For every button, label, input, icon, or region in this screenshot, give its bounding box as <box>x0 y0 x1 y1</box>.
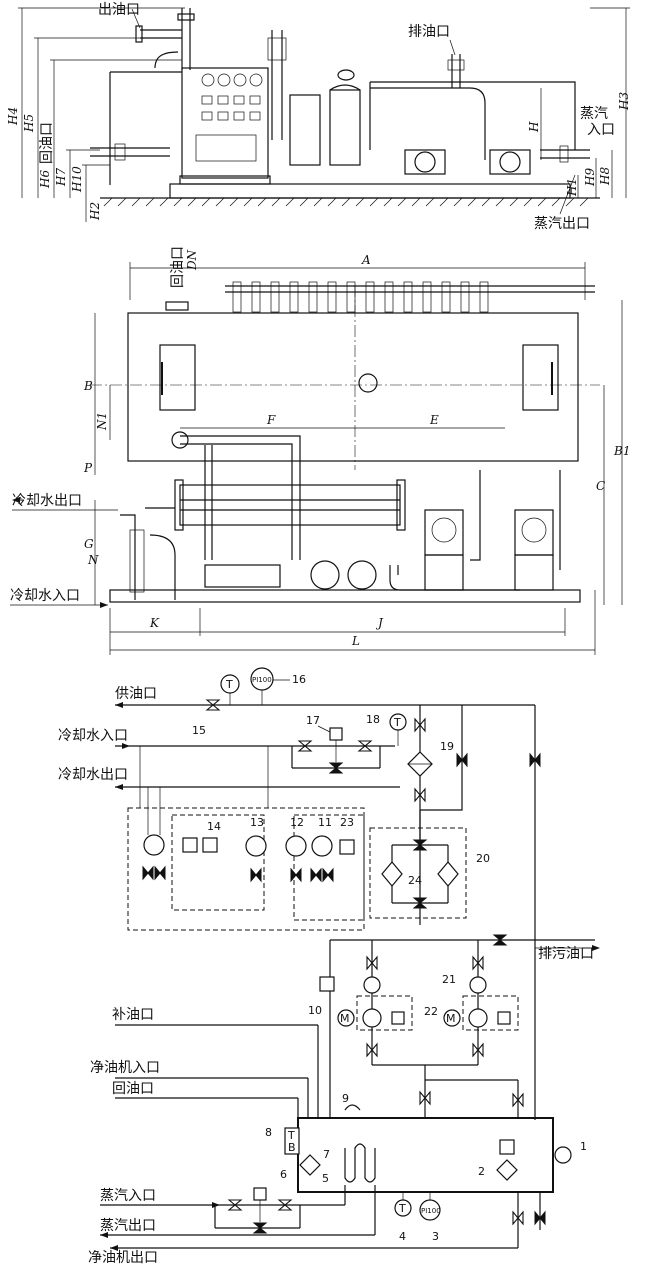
cooling-water-in-label: 冷却水入口 <box>10 588 80 604</box>
supply-oil-label: 供油口 <box>115 686 157 702</box>
tb-t: T <box>287 1129 295 1142</box>
return-oil-sch-label: 回油口 <box>112 1081 154 1097</box>
dim-h9: H9 <box>583 168 597 187</box>
callout-23: 23 <box>340 816 354 829</box>
pi-gauge-supply: PI100 <box>252 676 272 684</box>
steam-out-label: 蒸汽出口 <box>534 216 590 232</box>
dim-n: N <box>87 553 99 567</box>
callout-3: 3 <box>432 1230 439 1243</box>
t-gauge-cooler: T <box>393 716 401 729</box>
callout-4: 4 <box>399 1230 406 1243</box>
dim-e: E <box>429 413 439 427</box>
drain-oil-label: 排油口 <box>408 24 450 40</box>
callout-19: 19 <box>440 740 454 753</box>
dim-b: B <box>83 379 93 393</box>
cooling-water-out-label: 冷却水出口 <box>12 493 82 509</box>
dim-k: K <box>149 616 160 630</box>
callout-18: 18 <box>366 713 380 726</box>
motor-1-label: M <box>340 1012 350 1025</box>
dim-h6: H6 <box>38 170 52 189</box>
callout-22: 22 <box>424 1005 438 1018</box>
callout-14: 14 <box>207 820 221 833</box>
callout-8: 8 <box>265 1126 272 1139</box>
callout-6: 6 <box>280 1168 287 1181</box>
dim-f: F <box>266 413 276 427</box>
steam-out-sch-label: 蒸汽出口 <box>100 1218 156 1234</box>
dim-h4: H4 <box>6 107 20 126</box>
motor-2-label: M <box>446 1012 456 1025</box>
return-oil-elev-label: 回油口 <box>39 122 55 164</box>
callout-12: 12 <box>290 816 304 829</box>
purifier-inlet-label: 净油机入口 <box>90 1060 160 1076</box>
dim-h10: H10 <box>70 166 84 193</box>
callout-5: 5 <box>322 1172 329 1185</box>
plan-view: 回油口 DN 冷却水出口 冷却水入口 A F <box>10 246 630 655</box>
callout-20: 20 <box>476 852 490 865</box>
dim-h: H <box>527 121 541 133</box>
return-oil-dn-label-2: DN <box>185 249 199 271</box>
callout-16: 16 <box>292 673 306 686</box>
callout-21: 21 <box>442 973 456 986</box>
tb-b: B <box>288 1141 296 1154</box>
dim-h3: H3 <box>617 92 631 111</box>
piping-schematic: 供油口 T PI100 15 16 冷却水入口 冷却水出口 17 T 18 <box>58 667 600 1266</box>
callout-9: 9 <box>342 1092 349 1105</box>
dim-h5: H5 <box>22 114 36 133</box>
callout-7: 7 <box>323 1148 330 1161</box>
return-oil-dn-label-1: 回油口 <box>170 246 186 288</box>
dim-a: A <box>361 253 371 267</box>
purifier-outlet-label: 净油机出口 <box>88 1250 158 1266</box>
dim-g: G <box>84 537 94 551</box>
steam-in-label-2: 入口 <box>587 122 615 138</box>
sch-cooling-water-out-label: 冷却水出口 <box>58 767 128 783</box>
dim-c: C <box>596 479 605 493</box>
dim-j: J <box>375 616 384 630</box>
callout-17: 17 <box>306 714 320 727</box>
callout-2: 2 <box>478 1165 485 1178</box>
dim-b1: B1 <box>613 444 630 458</box>
sch-cooling-water-in-label: 冷却水入口 <box>58 728 128 744</box>
drain-sludge-oil-label: 排污油口 <box>538 946 594 962</box>
t-gauge-tank: T <box>398 1202 406 1215</box>
elevation-view: 出油口 排油口 蒸汽 入口 蒸汽出口 H4 H5 H6 回油口 H7 H10 H… <box>6 2 631 232</box>
callout-1: 1 <box>580 1140 587 1153</box>
dim-h2: H2 <box>88 202 102 221</box>
t-gauge-supply: T <box>225 678 233 691</box>
steam-in-sch-label: 蒸汽入口 <box>100 1188 156 1204</box>
dim-n1: N1 <box>95 412 109 431</box>
callout-13: 13 <box>250 816 264 829</box>
dim-l: L <box>351 634 360 648</box>
makeup-oil-label: 补油口 <box>112 1007 154 1023</box>
callout-10: 10 <box>308 1004 322 1017</box>
dim-h7: H7 <box>54 168 68 187</box>
dim-h8: H8 <box>598 167 612 186</box>
callout-15: 15 <box>192 724 206 737</box>
callout-24: 24 <box>408 874 422 887</box>
steam-in-label-1: 蒸汽 <box>580 106 608 122</box>
callout-11: 11 <box>318 816 332 829</box>
outlet-oil-label: 出油口 <box>98 2 140 18</box>
dim-h1: H1 <box>565 178 579 197</box>
pi-gauge-tank: PI100 <box>421 1207 441 1215</box>
dim-p: P <box>83 461 93 475</box>
